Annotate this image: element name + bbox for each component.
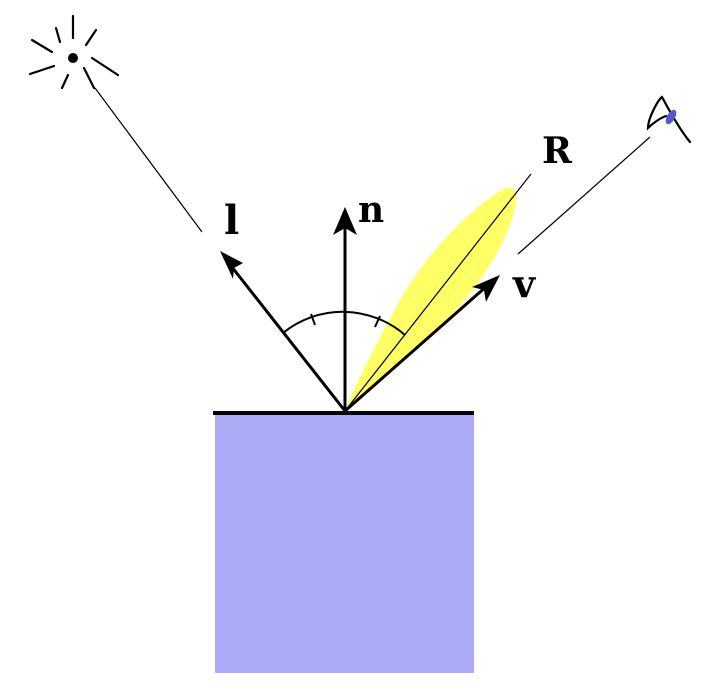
light-vector-arrowhead [220,251,243,279]
reflection-line [344,173,532,412]
normal-vector-label: n [358,189,384,231]
light-vector-label: l [224,197,239,244]
view-vector-label: v [512,261,537,306]
specular-lobe [345,187,517,411]
view-ray [517,136,651,255]
angle-tick-right [374,315,381,328]
light-ray [94,87,203,233]
eye-icon [646,95,692,144]
view-vector [344,283,489,413]
surface-block [215,413,474,673]
sun-icon [28,14,120,90]
light-vector [226,261,347,412]
view-vector-arrowhead [472,275,500,302]
normal-vector-arrowhead [333,207,357,235]
reflection-label: R [542,130,573,172]
angle-tick-left [310,313,316,326]
